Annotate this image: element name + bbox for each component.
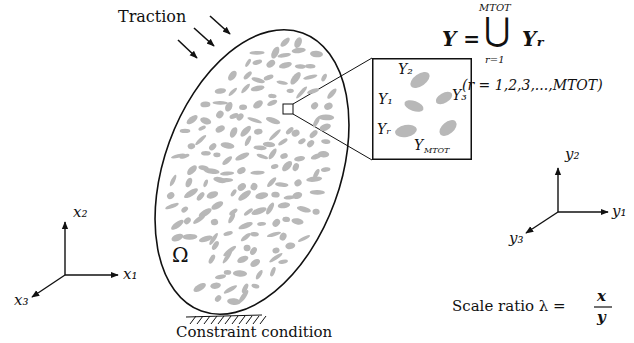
formula-symbol: Y = <box>442 28 480 50</box>
zoom-lines <box>293 58 372 160</box>
union-lower-limit: r=1 <box>485 54 505 65</box>
axis-label: x₂ <box>73 204 87 221</box>
index-range: (r = 1,2,3,...,MTOT) <box>462 78 603 93</box>
unit-cell: Y₂Y₁Y₃YᵣYMTOT <box>372 58 472 160</box>
body-domain: Ω <box>150 18 356 326</box>
axis-label: y₁ <box>612 203 627 220</box>
axis-label: x₃ <box>14 292 28 309</box>
phase-subscript: MTOT <box>424 147 449 156</box>
axis-label: y₃ <box>509 230 524 247</box>
global-axes <box>32 222 118 297</box>
domain-symbol: Ω <box>172 244 189 266</box>
axis-label: y₂ <box>565 146 580 163</box>
phase-label: Yᵣ <box>377 122 391 137</box>
phase-label: Y₂ <box>398 62 413 77</box>
fraction-denominator: y <box>597 309 606 326</box>
local-axes <box>526 168 608 233</box>
constraint-hatch <box>186 315 266 324</box>
load-label: Traction <box>118 8 186 26</box>
fraction-numerator: x <box>597 288 606 305</box>
phase-label: Y <box>414 138 423 153</box>
formula-symbol: Yᵣ <box>522 28 545 50</box>
union-symbol: ⋃ <box>484 12 510 47</box>
constraint-label: Constraint condition <box>176 324 332 341</box>
fraction-bar <box>594 306 612 307</box>
axis-label: x₁ <box>123 266 137 283</box>
phase-label: Y₁ <box>378 92 393 107</box>
scale-ratio-label: Scale ratio λ = <box>452 298 566 315</box>
body-outline <box>150 18 356 326</box>
